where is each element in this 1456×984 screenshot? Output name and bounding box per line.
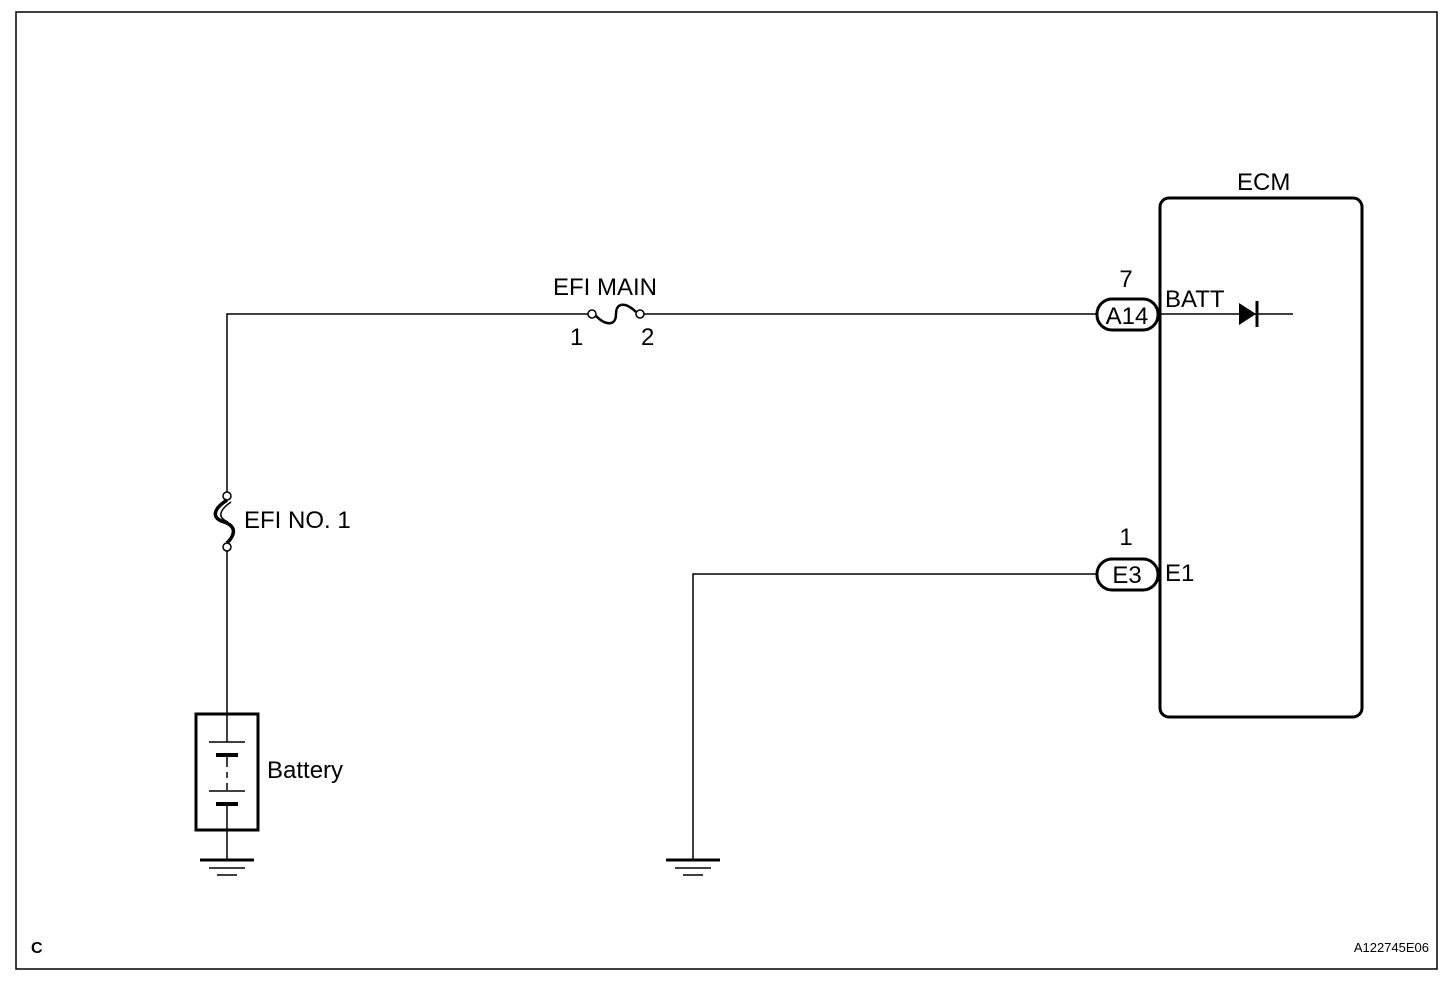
efi-main-pin2: 2 <box>641 324 654 351</box>
connector-a14 <box>1095 297 1160 332</box>
wire-e1-ground <box>692 573 1097 860</box>
efi-main-label: EFI MAIN <box>553 274 657 301</box>
diode-icon <box>1239 301 1259 327</box>
terminal-e1-label: E1 <box>1165 560 1194 587</box>
footer-left-code: C <box>31 940 43 957</box>
connector-e3 <box>1095 557 1160 592</box>
wire-batt-supply <box>226 313 592 497</box>
efi-main-pin1: 1 <box>570 324 583 351</box>
battery-label: Battery <box>267 757 343 784</box>
terminal-batt-label: BATT <box>1165 286 1225 313</box>
connector-e3-pin: 1 <box>1119 524 1132 551</box>
connector-a14-pin: 7 <box>1119 266 1132 293</box>
efi-no1-fuse <box>213 491 236 552</box>
connector-a14-id: A14 <box>1106 303 1149 330</box>
efi-main-fuse <box>587 303 645 325</box>
ecm-box <box>1158 196 1364 719</box>
ecm-title: ECM <box>1237 169 1290 196</box>
diagram-frame <box>15 11 1438 970</box>
battery-symbol <box>194 712 260 832</box>
connector-e3-id: E3 <box>1112 562 1141 589</box>
efi-no1-label: EFI NO. 1 <box>244 507 351 534</box>
ecm-ground-symbol <box>666 858 720 876</box>
footer-diagram-id: A122745E06 <box>1354 940 1429 955</box>
battery-ground-symbol <box>200 858 254 876</box>
